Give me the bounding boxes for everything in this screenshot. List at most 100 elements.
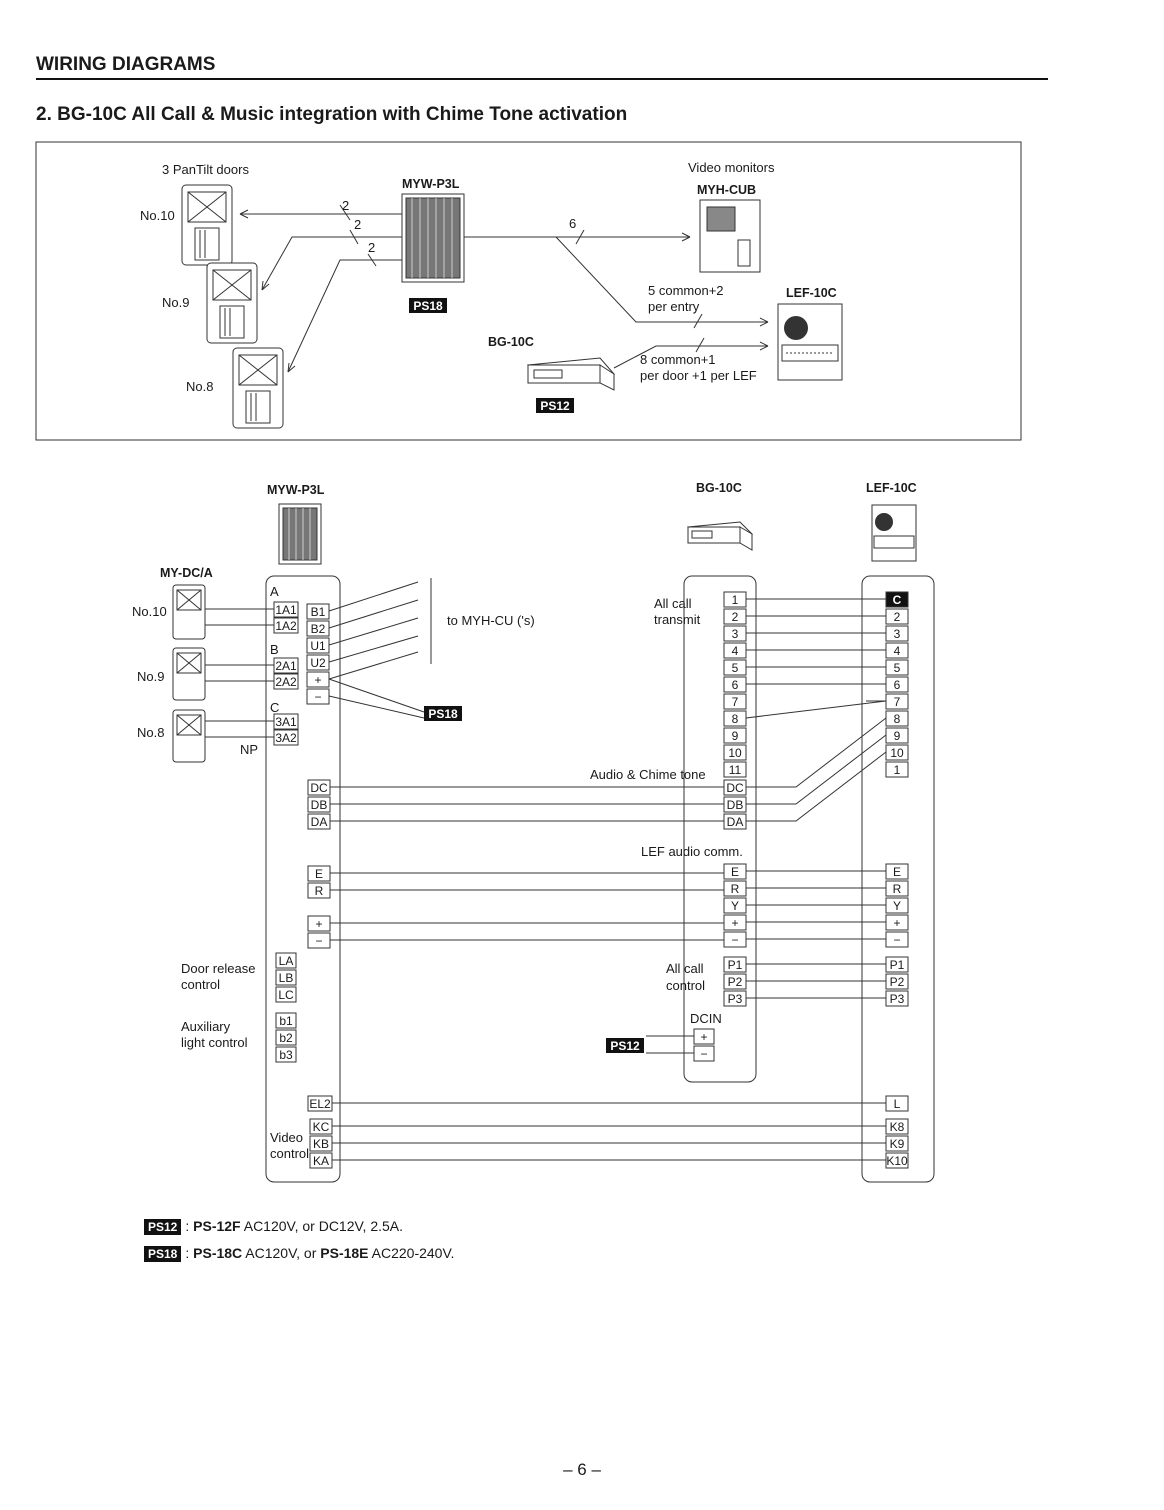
svg-text:−: − — [700, 1047, 707, 1061]
svg-text:10: 10 — [890, 746, 904, 760]
section-heading: WIRING DIAGRAMS — [36, 54, 216, 75]
group-b-label: B — [270, 642, 279, 657]
svg-text:DA: DA — [311, 815, 328, 829]
door-release-1: Door release — [181, 961, 255, 976]
ps18c-model: PS-18C — [193, 1245, 243, 1261]
wire-count: 2 — [354, 217, 361, 232]
all-call-control-2: control — [666, 978, 705, 993]
group-c-label: C — [270, 700, 279, 715]
svg-text:4: 4 — [732, 644, 739, 658]
svg-text:K8: K8 — [890, 1120, 905, 1134]
bg-eryp-terminals: E R Y + − — [723, 863, 747, 948]
svg-text:P3: P3 — [728, 992, 743, 1006]
heading-rule — [36, 78, 1048, 80]
svg-text:P2: P2 — [890, 975, 905, 989]
svg-text:+: + — [700, 1030, 707, 1044]
np-label: NP — [240, 742, 258, 757]
svg-text:LB: LB — [279, 971, 294, 985]
door-station-icon — [172, 584, 206, 640]
lef-p-terminals: P1 P2 P3 — [885, 956, 909, 1007]
svg-text:8: 8 — [732, 712, 739, 726]
ps12-badge-text: PS12 — [610, 1039, 640, 1053]
wire — [613, 345, 768, 369]
lef-number-terminals: C 2 3 4 5 6 7 8 9 10 1 — [885, 591, 909, 778]
door-station-icon — [206, 262, 258, 344]
svg-text:E: E — [315, 867, 323, 881]
svg-text:Y: Y — [893, 899, 901, 913]
all-call-transmit-1: All call — [654, 596, 692, 611]
ps12-badge — [606, 1038, 644, 1053]
svg-text:P1: P1 — [728, 958, 743, 972]
legend-ps18: PS18: PS-18C AC120V, or PS-18E AC220-240… — [144, 1245, 454, 1262]
video-control-2: control — [270, 1146, 309, 1161]
myw-header: MYW-P3L — [267, 483, 325, 497]
svg-text:+: + — [314, 673, 321, 687]
ps18e-model: PS-18E — [320, 1245, 369, 1261]
doors-label: 3 PanTilt doors — [162, 162, 249, 177]
bg-header: BG-10C — [696, 481, 742, 495]
svg-text:4: 4 — [894, 644, 901, 658]
svg-text:R: R — [893, 882, 902, 896]
svg-text:R: R — [315, 884, 324, 898]
myh-label: MYH-CUB — [697, 183, 756, 197]
svg-text:1A1: 1A1 — [275, 603, 297, 617]
svg-text:3A2: 3A2 — [275, 731, 297, 745]
myw-k-terminals: KC KB KA — [309, 1118, 333, 1169]
svg-text:10: 10 — [728, 746, 742, 760]
svg-text:1: 1 — [732, 593, 739, 607]
svg-text:b1: b1 — [279, 1014, 293, 1028]
svg-text:7: 7 — [894, 695, 901, 709]
ps12-model: PS-12F — [193, 1218, 241, 1234]
svg-text:LC: LC — [278, 988, 294, 1002]
svg-text:b3: b3 — [279, 1048, 293, 1062]
svg-text:9: 9 — [732, 729, 739, 743]
wire-count: 6 — [569, 216, 576, 231]
bg-10c-icon — [526, 357, 616, 391]
aux-light-2: light control — [181, 1035, 248, 1050]
door-no8-label: No.8 — [186, 379, 213, 394]
ps18e-spec: AC220-240V. — [368, 1245, 455, 1261]
svg-text:R: R — [731, 882, 740, 896]
svg-text:U2: U2 — [310, 656, 326, 670]
door-no9-label: No.9 — [162, 295, 189, 310]
svg-text:−: − — [314, 690, 321, 704]
door-station-icon — [172, 647, 206, 701]
ps12-spec: AC120V, or DC12V, 2.5A. — [240, 1218, 404, 1234]
svg-text:B1: B1 — [311, 605, 326, 619]
svg-text:KA: KA — [313, 1154, 329, 1168]
bg-note-1: 8 common+1 — [640, 352, 716, 367]
svg-text:E: E — [893, 865, 901, 879]
lef-l-k-terminals: L K8 K9 K10 — [885, 1095, 909, 1169]
lef-eryp-terminals: E R Y + − — [885, 863, 909, 948]
bg-label: BG-10C — [488, 335, 534, 349]
svg-text:5: 5 — [894, 661, 901, 675]
svg-text:2: 2 — [894, 610, 901, 624]
door-station-icon — [232, 347, 284, 429]
ps12-legend-badge: PS12 — [144, 1219, 182, 1235]
wire — [287, 259, 402, 373]
bg-number-terminals: 1 2 3 4 5 6 7 8 9 10 11 — [723, 591, 747, 778]
ps18-legend-badge: PS18 — [144, 1246, 182, 1262]
svg-text:KC: KC — [313, 1120, 330, 1134]
svg-text:11: 11 — [729, 763, 742, 777]
svg-text:2: 2 — [732, 610, 739, 624]
dcin-label: DCIN — [690, 1011, 722, 1026]
bg-10c-icon — [686, 521, 754, 551]
svg-text:+: + — [315, 917, 322, 931]
to-myh-label: to MYH-CU ('s) — [447, 613, 535, 628]
svg-text:DC: DC — [726, 781, 744, 795]
ps18c-spec: AC120V, or — [242, 1245, 321, 1261]
svg-text:b2: b2 — [279, 1031, 293, 1045]
svg-text:DB: DB — [311, 798, 328, 812]
svg-text:7: 7 — [732, 695, 739, 709]
myw-terminal-panel — [265, 575, 341, 1183]
svg-text:U1: U1 — [310, 639, 326, 653]
all-call-control-1: All call — [666, 961, 704, 976]
myw-er-terminals: E R + − — [307, 865, 331, 949]
wire — [261, 236, 402, 291]
ps12-badge-text: PS12 — [540, 399, 570, 413]
lef-10c-icon — [777, 303, 843, 381]
video-terminal-block: B1 B2 U1 U2 + − — [306, 603, 330, 705]
lef-label: LEF-10C — [786, 286, 837, 300]
lef-note-2: per entry — [648, 299, 700, 314]
